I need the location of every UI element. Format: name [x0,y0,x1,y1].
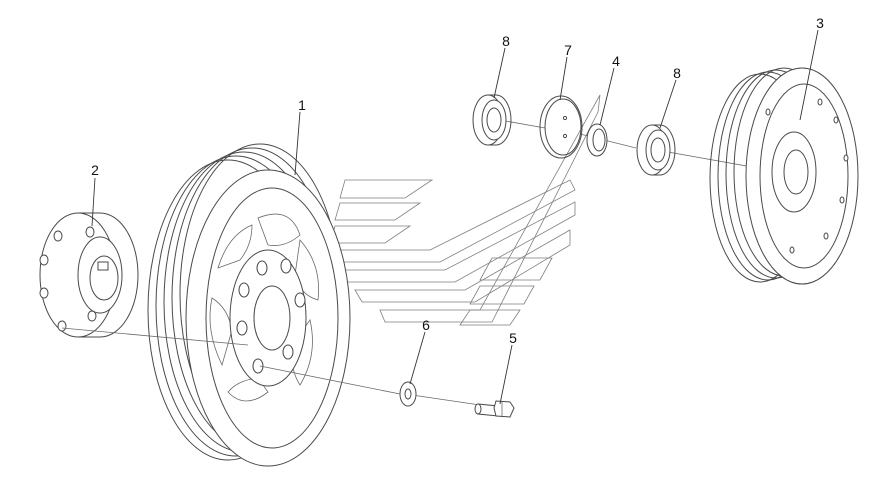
part-8-bearing-left [472,94,512,146]
callout-5: 5 [509,330,517,346]
callout-1: 1 [298,97,306,113]
part-1-large-pulley [147,143,351,467]
callout-7: 7 [564,42,572,58]
assembly-axis-lines [61,119,781,406]
part-3-small-pulley [709,67,859,285]
callout-6: 6 [422,317,430,333]
watermark-logo [319,94,601,326]
part-7-snap-ring [539,95,583,159]
part-6-washer [399,381,417,407]
callout-2: 2 [91,162,99,178]
callout-4: 4 [612,53,620,69]
callout-3: 3 [816,15,824,31]
part-4-spacer-ring [586,123,608,157]
leader-lines [91,29,819,405]
part-2-hub-flange [39,212,139,338]
part-5-bolt [474,400,515,418]
callout-8-left: 8 [502,33,510,49]
part-8-bearing-right [636,124,676,176]
callout-8-right: 8 [673,65,681,81]
